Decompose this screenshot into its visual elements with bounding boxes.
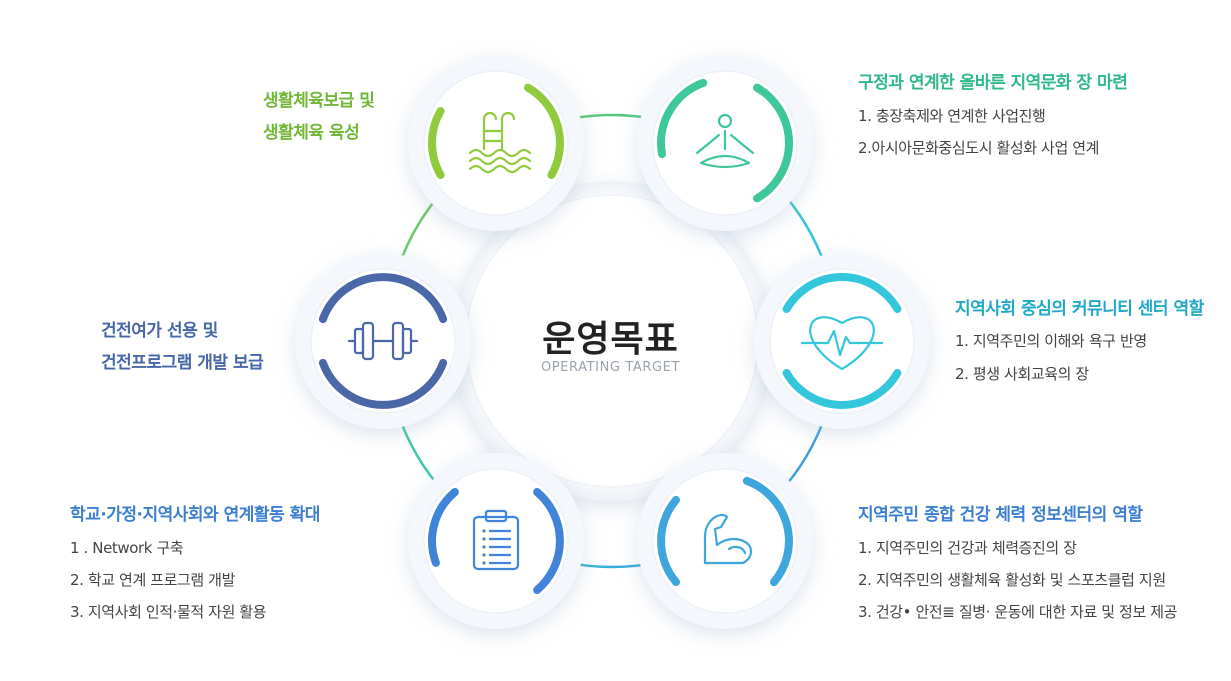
- node-1: [637, 55, 813, 231]
- node-item-health-3: 3. 건강• 안전≣ 질병· 운동에 대한 자료 및 정보 제공: [858, 603, 1178, 621]
- clipboard-icon: [472, 509, 520, 571]
- flexed-arm-icon: [703, 513, 753, 565]
- node-title-culture: 구정과 연계한 올바른 지역문화 장 마련: [858, 73, 1128, 93]
- node-arc: [657, 495, 680, 587]
- node-arc: [782, 273, 902, 313]
- node-item-community-2: 2. 평생 사회교육의 장: [955, 365, 1089, 383]
- nodes-layer: [295, 55, 930, 629]
- node-arc: [753, 83, 793, 203]
- node-title-community: 지역사회 중심의 커뮤니티 센터 역할: [955, 299, 1204, 319]
- node-item-health-1: 1. 지역주민의 건강과 체력증진의 장: [858, 539, 1077, 557]
- node-5: [295, 253, 471, 429]
- dumbbell-icon: [347, 321, 419, 361]
- node-arc: [428, 107, 445, 179]
- node-3: [637, 453, 813, 629]
- node-0: [408, 55, 584, 231]
- node-arc: [533, 488, 564, 594]
- node-title-leisure-line2: 건전프로그램 개발 보급: [101, 353, 264, 373]
- node-item-culture-1: 1. 충장축제와 연계한 사업진행: [858, 107, 1046, 125]
- node-item-community-1: 1. 지역주민의 이해와 욕구 반영: [955, 332, 1147, 350]
- swimming-ladder-icon: [468, 111, 532, 174]
- node-arc: [782, 369, 902, 409]
- node-arc: [318, 273, 448, 324]
- node-item-health-2: 2. 지역주민의 생활체육 활성화 및 스포츠클럽 지원: [858, 571, 1166, 589]
- center-title: 운영목표: [542, 319, 679, 360]
- node-item-school-3: 3. 지역사회 인적·물적 자원 활용: [70, 603, 267, 621]
- node-arc: [318, 358, 448, 409]
- node-item-school-1: 1 . Network 구축: [70, 539, 184, 557]
- node-title-health-center: 지역주민 종합 건강 체력 정보센터의 역할: [858, 505, 1143, 525]
- node-arc: [428, 488, 459, 567]
- node-title-school-link: 학교·가정·지역사회와 연계활동 확대: [70, 505, 320, 525]
- node-title-sports-line2: 생활체육 육성: [263, 123, 360, 143]
- node-arc: [742, 476, 793, 587]
- node-2: [754, 253, 930, 429]
- node-4: [408, 453, 584, 629]
- node-arc: [524, 83, 564, 179]
- center-subtitle: OPERATING TARGET: [540, 360, 681, 375]
- node-title-sports-line1: 생활체육보급 및: [263, 91, 375, 111]
- heartbeat-icon: [800, 316, 884, 371]
- node-title-leisure-line1: 건전여가 선용 및: [101, 321, 218, 341]
- node-item-school-2: 2. 학교 연계 프로그램 개발: [70, 571, 235, 589]
- node-arc: [657, 78, 708, 159]
- node-item-culture-2: 2.아시아문화중심도시 활성화 사업 연계: [858, 139, 1100, 157]
- meditation-icon: [695, 113, 755, 169]
